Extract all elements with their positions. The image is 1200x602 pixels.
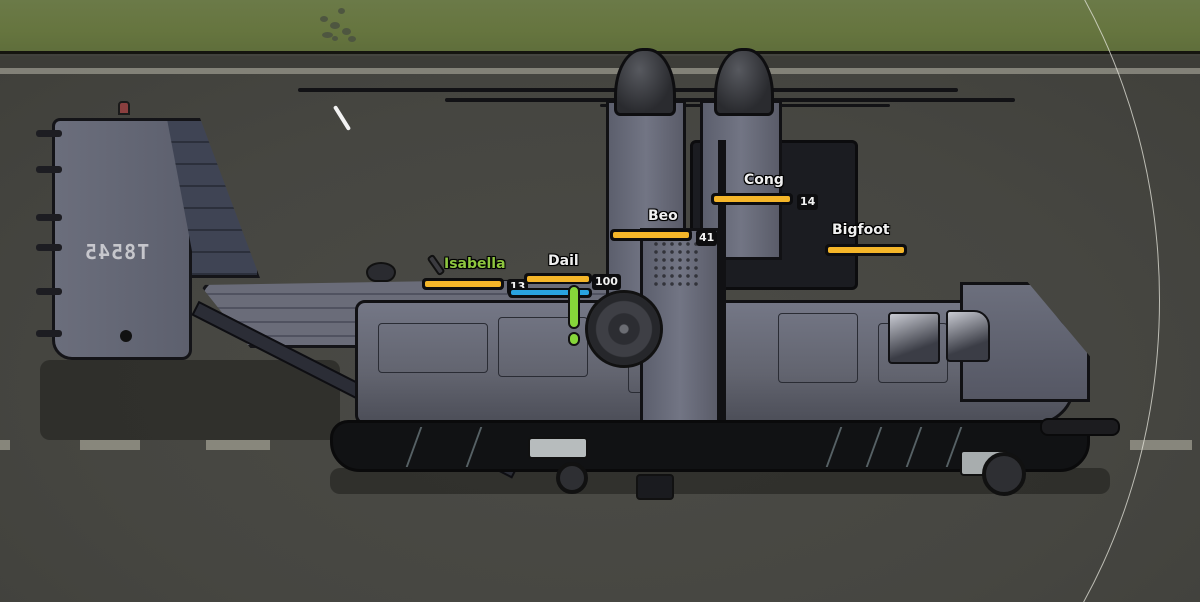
exclamation-icon (568, 285, 580, 329)
belly-rib (405, 427, 423, 467)
need-bar (711, 193, 793, 205)
pawn-name[interactable]: Beo (648, 208, 678, 224)
secondary-bar (508, 288, 592, 298)
landing-wheel (556, 462, 588, 494)
need-bar-fill (714, 196, 790, 202)
sensor-dome (366, 262, 396, 282)
step-hatch (636, 474, 674, 500)
hull-panel (498, 317, 588, 377)
lane-marking-top (0, 68, 1200, 74)
pawn-name[interactable]: Dail (548, 253, 579, 269)
need-value: 41 (696, 230, 718, 246)
pawn-name[interactable]: Cong (744, 172, 784, 188)
lane-dash (206, 440, 270, 450)
rock-cluster (318, 6, 363, 46)
tail-beacon-light (118, 101, 130, 115)
tail-fin (52, 118, 192, 360)
need-value: 100 (592, 274, 621, 290)
tail-rib (36, 130, 62, 137)
weapon-range-circle (680, 0, 1160, 602)
exclamation-dot (568, 332, 580, 346)
hull-panel (378, 323, 488, 373)
need-bar-fill (828, 247, 904, 253)
need-bar (610, 229, 692, 241)
lane-dash (0, 440, 10, 450)
engine-cone-left (614, 48, 676, 116)
tail-code-label: T8545 (84, 240, 150, 264)
need-value: 14 (797, 194, 819, 210)
tail-port (120, 330, 132, 342)
landing-gear-pod (528, 437, 588, 459)
tail-rib (36, 330, 62, 337)
terrain-edge (0, 51, 1200, 54)
pawn-name[interactable]: Bigfoot (832, 222, 890, 238)
tail-rib (36, 244, 62, 251)
lane-dash (1130, 440, 1192, 450)
vehicle-shadow (40, 360, 340, 440)
tail-rib (36, 288, 62, 295)
need-bar-fill (425, 281, 501, 287)
need-bar (422, 278, 504, 290)
secondary-bar-fill (511, 290, 589, 295)
need-bar (524, 273, 592, 284)
need-bar-fill (527, 276, 589, 282)
pawn-name[interactable]: Isabella (444, 256, 506, 272)
tail-rib (36, 166, 62, 173)
need-bar-fill (613, 232, 689, 238)
lane-dash (80, 440, 140, 450)
turbine-intake (585, 290, 663, 368)
need-bar (825, 244, 907, 256)
tail-rib (36, 214, 62, 221)
belly-rib (465, 427, 483, 467)
